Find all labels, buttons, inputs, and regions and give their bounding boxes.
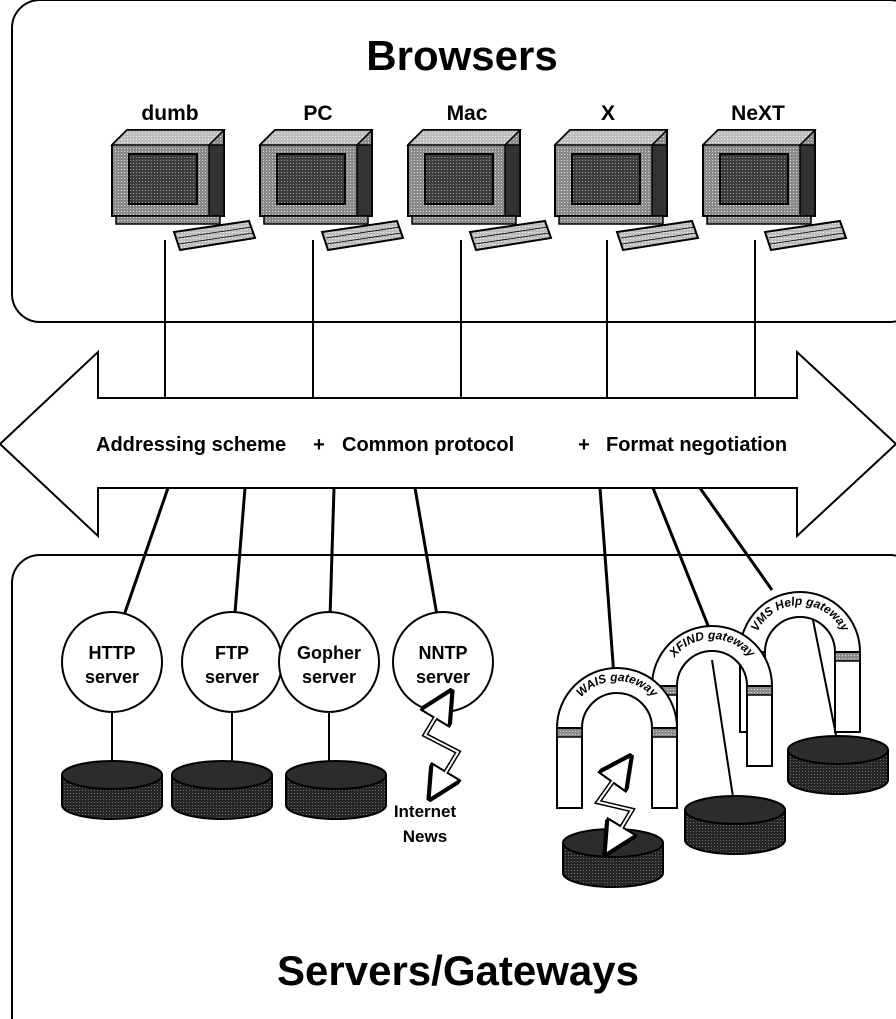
gopher-server-type: server xyxy=(302,667,356,687)
browser-label-x: X xyxy=(601,102,615,125)
gopher-server-circle xyxy=(278,611,380,713)
http-server-name: HTTP xyxy=(89,643,136,663)
browsers-title: Browsers xyxy=(366,32,557,79)
gopher-disk-icon xyxy=(285,760,387,820)
disk-link-xfind xyxy=(711,659,736,811)
http-server-type: server xyxy=(85,667,139,687)
xfind-disk-icon xyxy=(684,795,786,855)
connector-xfind xyxy=(651,487,715,639)
nntp-server: NNTP server xyxy=(392,611,494,713)
gopher-server: Gopher server xyxy=(278,611,380,713)
wais-lightning-inner xyxy=(596,759,634,851)
ftp-server-type: server xyxy=(205,667,259,687)
http-disk-icon xyxy=(61,760,163,820)
protocol-band-text: Addressing scheme + Common protocol + Fo… xyxy=(96,434,787,456)
gopher-server-name: Gopher xyxy=(297,643,361,663)
vms-disk-icon xyxy=(787,735,889,795)
internet-news-line1: Internet xyxy=(394,802,457,821)
protocol-band-arrow xyxy=(0,349,896,539)
band-negotiation: Format negotiation xyxy=(606,434,787,456)
band-addressing: Addressing scheme xyxy=(96,434,286,456)
connector-vms xyxy=(698,487,774,591)
nntp-server-type: server xyxy=(416,667,470,687)
band-protocol: Common protocol xyxy=(342,434,514,456)
browser-label-dumb: dumb xyxy=(141,102,198,125)
ftp-server-name: FTP xyxy=(215,643,249,663)
ftp-disk-icon xyxy=(171,760,273,820)
http-server-circle xyxy=(61,611,163,713)
disk-link-vms xyxy=(811,614,839,746)
internet-news-line2: News xyxy=(403,827,447,846)
nntp-server-name: NNTP xyxy=(419,643,468,663)
band-plus-1: + xyxy=(313,434,325,456)
browser-label-next: NeXT xyxy=(731,102,785,125)
browser-label-mac: Mac xyxy=(447,102,488,125)
nntp-lightning-inner xyxy=(423,694,460,796)
band-plus-2: + xyxy=(578,434,590,456)
http-server: HTTP server xyxy=(61,611,163,713)
ftp-server: FTP server xyxy=(181,611,283,713)
connector-wais xyxy=(598,487,617,691)
servers-gateways-title: Servers/Gateways xyxy=(277,947,639,994)
browser-label-pc: PC xyxy=(303,102,332,125)
